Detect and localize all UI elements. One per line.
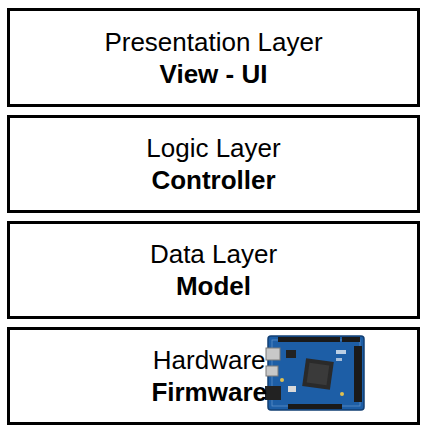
arduino-board: [265, 336, 364, 410]
layer-name: Logic Layer: [146, 132, 280, 164]
text-block: HardwareFirmware: [151, 344, 267, 408]
text-block: Logic LayerController: [146, 132, 280, 196]
layer-box: Data LayerModel: [7, 221, 420, 319]
text-block: Data LayerModel: [150, 238, 277, 302]
layer-name: Data Layer: [150, 238, 277, 270]
layer-name: Presentation Layer: [104, 26, 322, 58]
layer-box: HardwareFirmware: [7, 327, 420, 425]
layer-box: Logic LayerController: [7, 115, 420, 213]
text-block: Presentation LayerView - UI: [104, 26, 322, 90]
layer-role: Model: [176, 270, 251, 302]
layer-role: View - UI: [160, 58, 268, 90]
layer-name: Hardware: [153, 344, 266, 376]
layer-box: Presentation LayerView - UI: [7, 8, 420, 107]
layer-role: Controller: [151, 164, 275, 196]
layer-role: Firmware: [151, 376, 267, 408]
